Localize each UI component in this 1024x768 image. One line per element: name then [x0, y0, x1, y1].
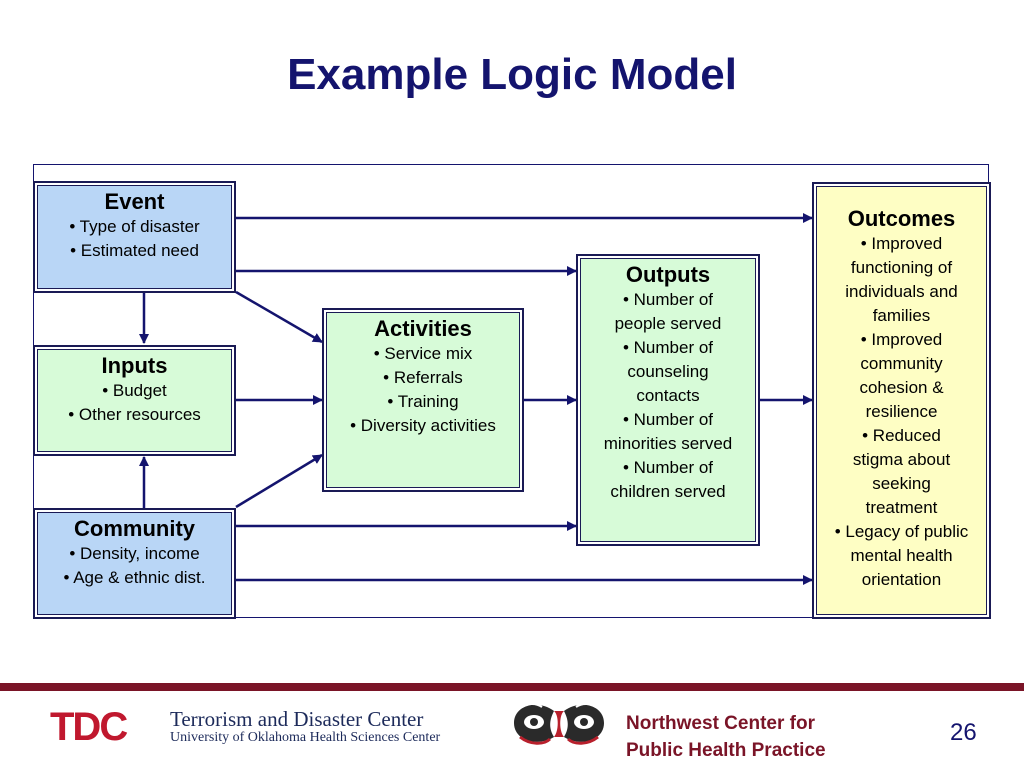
outputs-box: Outputs • Number of people served • Numb…: [576, 254, 760, 546]
activities-item: • Training: [387, 392, 459, 411]
outcomes-line: • Improved: [860, 330, 943, 349]
activities-title: Activities: [374, 316, 472, 341]
inputs-box: Inputs • Budget • Other resources: [33, 345, 236, 456]
outcomes-line: • Reduced: [862, 426, 941, 445]
outputs-line: minorities served: [603, 434, 733, 453]
activities-item: • Diversity activities: [350, 416, 496, 435]
community-item: • Density, income: [69, 544, 200, 563]
footer-bar: [0, 683, 1024, 691]
page-number: 26: [950, 719, 977, 746]
outputs-line: contacts: [636, 386, 700, 405]
outputs-line: • Number of: [622, 410, 714, 429]
northwest-center-emblem-icon: [514, 703, 604, 745]
inputs-item: • Budget: [102, 381, 167, 400]
nw-center-name: Northwest Center for Public Health Pract…: [626, 710, 826, 764]
community-box: Community • Density, income • Age & ethn…: [33, 508, 236, 619]
outcomes-title: Outcomes: [847, 206, 956, 231]
inputs-title: Inputs: [101, 353, 168, 378]
outcomes-line: • Improved: [860, 234, 943, 253]
outputs-line: people served: [614, 314, 722, 333]
outputs-title: Outputs: [625, 262, 711, 287]
tdc-affiliation-line: University of Oklahoma Health Sciences C…: [170, 730, 441, 745]
outputs-line: counseling: [627, 362, 709, 381]
outcomes-box: Outcomes • Improved functioning of indiv…: [812, 182, 991, 619]
tdc-org-name: Terrorism and Disaster Center University…: [170, 708, 440, 746]
slide-title: Example Logic Model: [287, 50, 737, 99]
outcomes-line: functioning of: [850, 258, 953, 277]
nw-name-line: Northwest Center for: [626, 713, 815, 734]
outcomes-line: treatment: [865, 498, 938, 517]
outcomes-line: resilience: [865, 402, 938, 421]
community-title: Community: [74, 516, 195, 541]
outputs-line: • Number of: [622, 290, 714, 309]
event-item: • Estimated need: [70, 241, 199, 260]
inputs-item: • Other resources: [68, 405, 201, 424]
outcomes-line: community: [860, 354, 943, 373]
event-box: Event • Type of disaster • Estimated nee…: [33, 181, 236, 293]
outcomes-line: • Legacy of public: [834, 522, 969, 541]
nw-name-line: Public Health Practice: [626, 740, 826, 761]
tdc-name-line: Terrorism and Disaster Center: [170, 707, 424, 731]
tdc-logo: TDC: [50, 705, 128, 749]
arrow-community-to-activities: [235, 453, 323, 509]
event-title: Event: [104, 189, 165, 214]
outcomes-line: individuals and: [845, 282, 958, 301]
outcomes-line: families: [872, 306, 931, 325]
community-item: • Age & ethnic dist.: [63, 568, 206, 587]
activities-item: • Service mix: [373, 344, 473, 363]
outputs-line: • Number of: [622, 338, 714, 357]
outcomes-line: stigma about: [852, 450, 951, 469]
arrow-event-to-activities: [235, 290, 323, 344]
outcomes-line: cohesion &: [859, 378, 944, 397]
activities-item: • Referrals: [383, 368, 463, 387]
outcomes-line: seeking: [872, 474, 931, 493]
outputs-line: children served: [610, 482, 726, 501]
event-item: • Type of disaster: [69, 217, 200, 236]
outputs-line: • Number of: [622, 458, 714, 477]
activities-box: Activities • Service mix • Referrals • T…: [322, 308, 524, 492]
outcomes-line: mental health: [850, 546, 953, 565]
outcomes-line: orientation: [861, 570, 942, 589]
